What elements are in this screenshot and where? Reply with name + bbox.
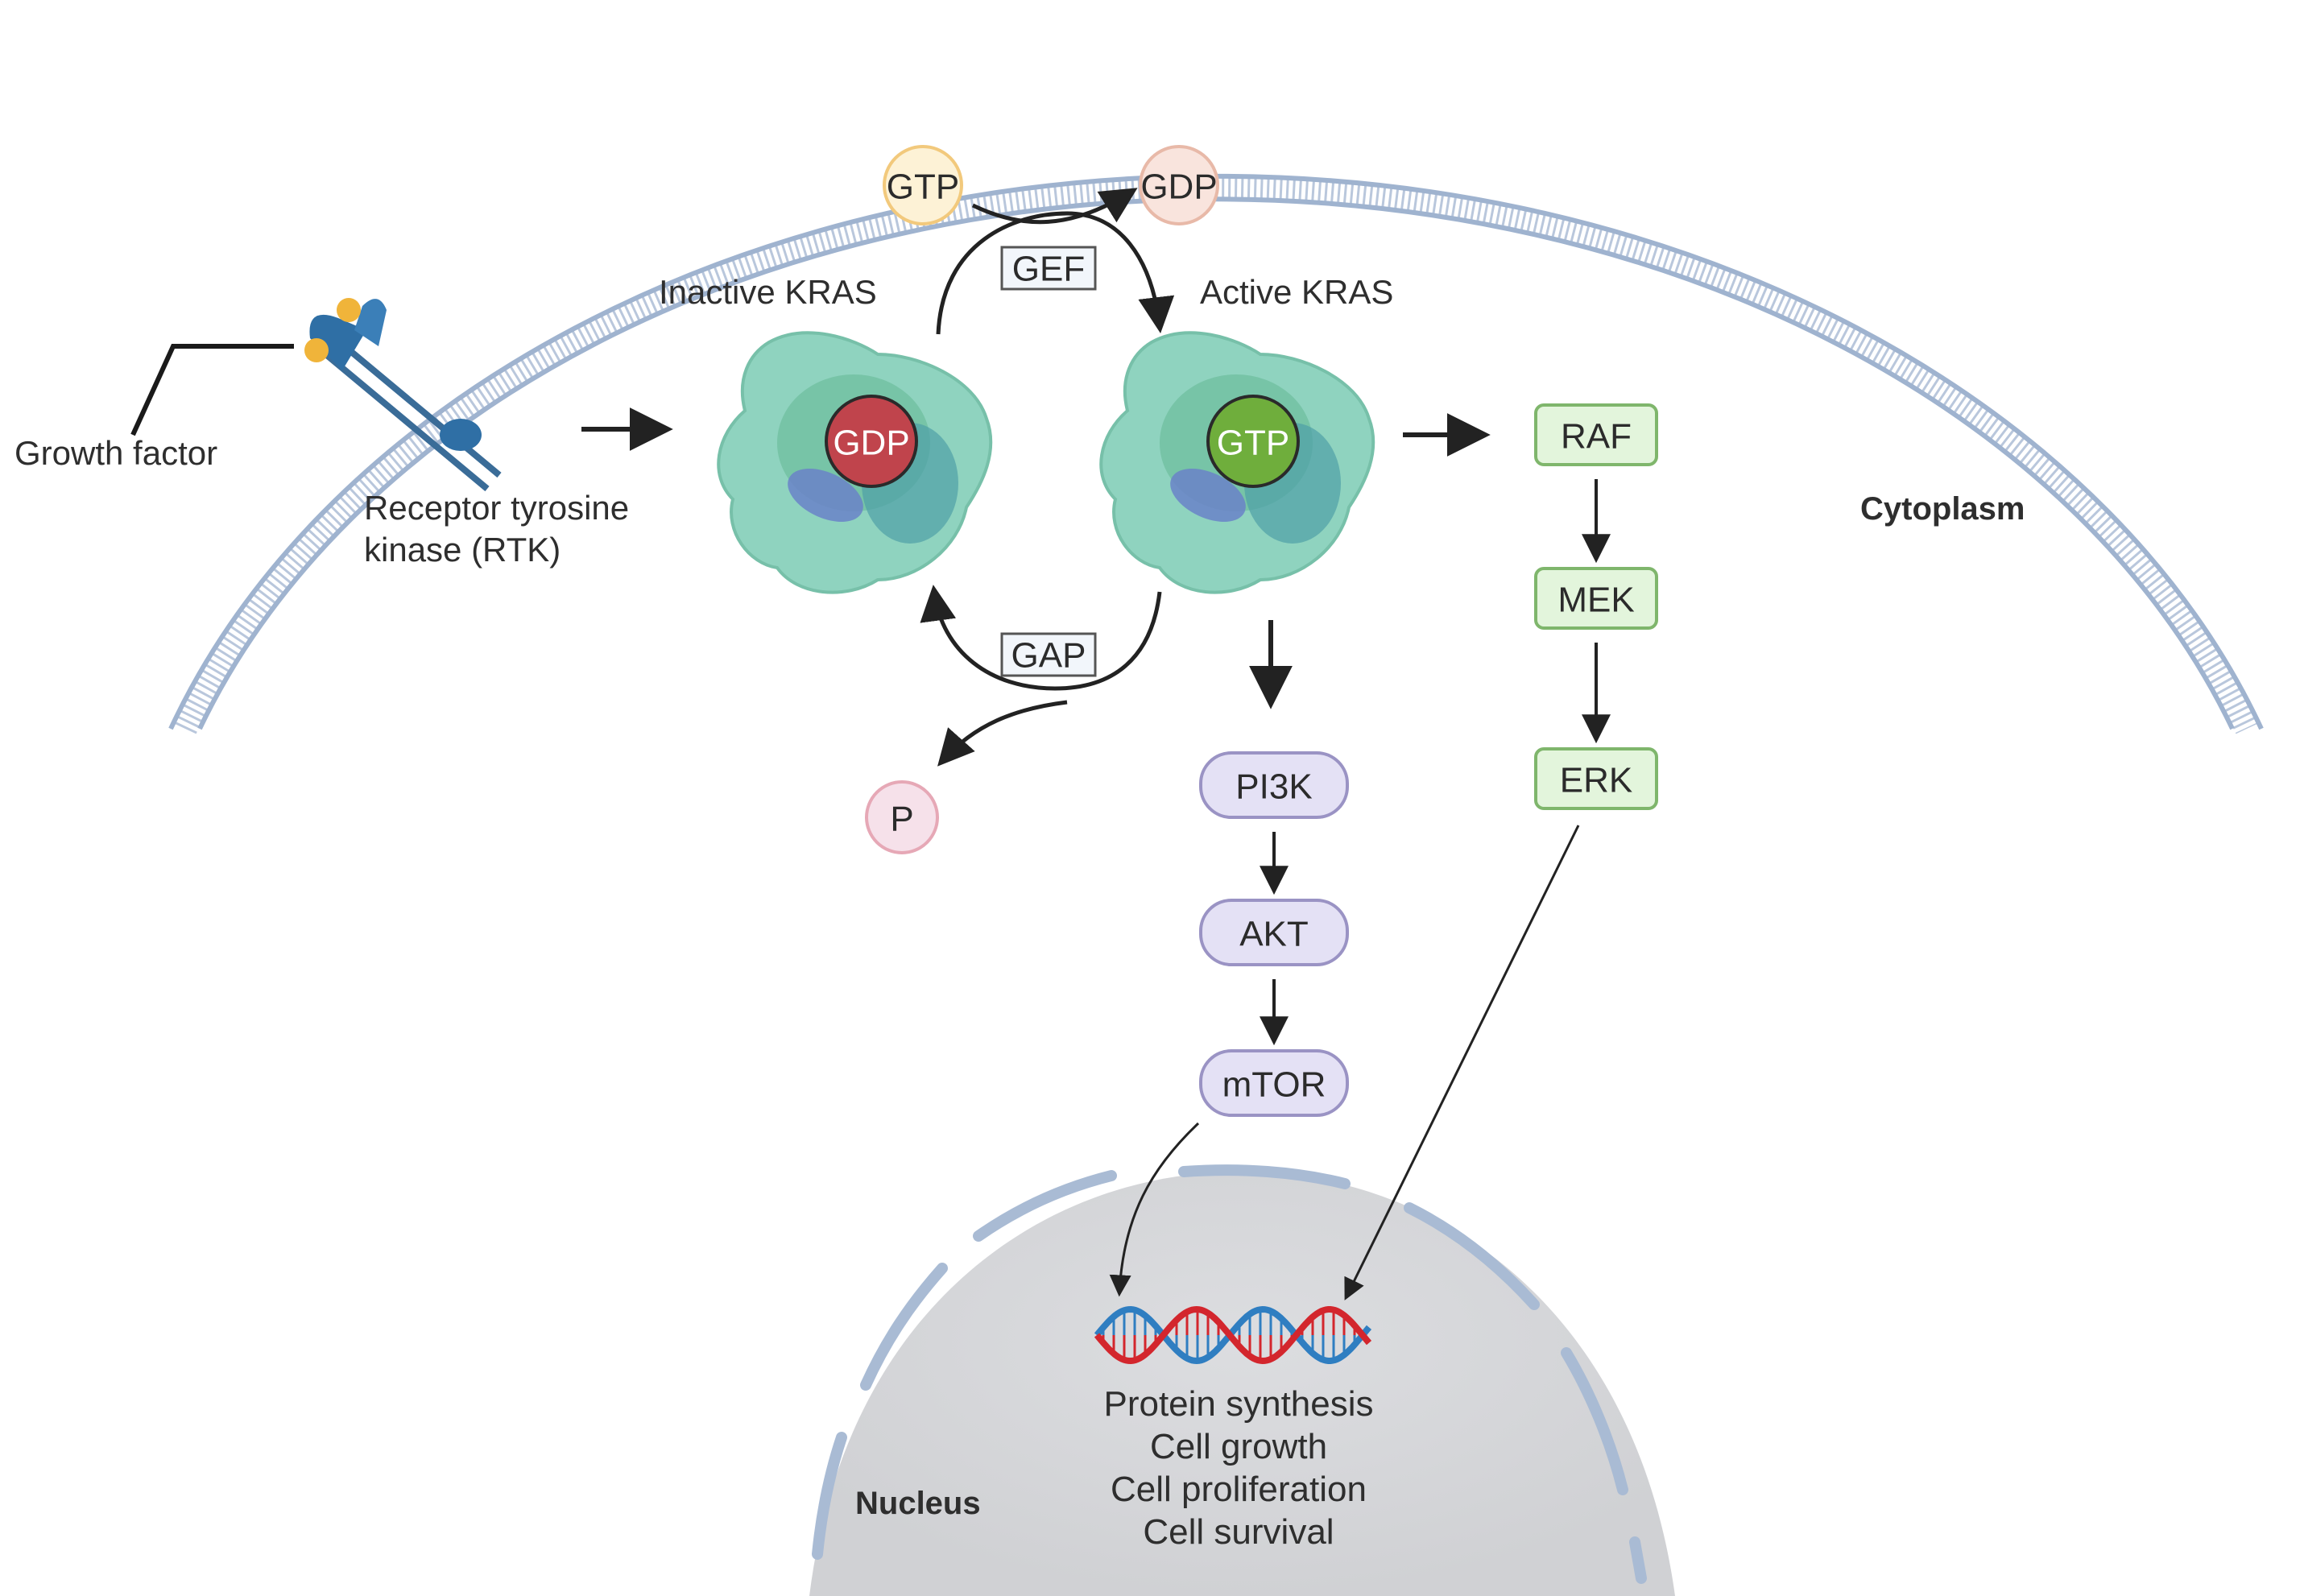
pi3k-mtor-label: mTOR <box>1222 1065 1326 1105</box>
mapk-erk-label: ERK <box>1560 761 1632 800</box>
gtp-bound-label: GTP <box>1217 424 1289 463</box>
dna-strand-red <box>1094 1305 1372 1365</box>
gtp-input: GTP <box>883 145 963 225</box>
mapk-erk-node: ERK <box>1534 747 1658 810</box>
phosphate-release-arrow <box>937 700 1068 767</box>
gef-cycle-arrow <box>936 211 1175 335</box>
mtor-to-dna-arrow <box>1109 1122 1200 1297</box>
pi3k-akt-label: AKT <box>1239 915 1309 954</box>
rtk-label-line1: Receptor tyrosine <box>364 489 629 527</box>
outcome-item: Protein synthesis <box>1103 1384 1373 1424</box>
outcome-item: Cell survival <box>1143 1512 1334 1552</box>
gef-label: GEF <box>1012 250 1085 289</box>
pi3k-pi3k-node: PI3K <box>1199 751 1349 819</box>
nucleus-label: Nucleus <box>855 1486 981 1521</box>
active-kras-protein: GTP <box>1099 331 1375 594</box>
gdp-output-label: GDP <box>1140 167 1217 207</box>
active-kras-label: Active KRAS <box>1200 273 1393 311</box>
gtp-to-gdp-arrow <box>971 188 1138 225</box>
growth-factor-label: Growth factor <box>14 434 217 472</box>
nucleus <box>809 1164 1675 1596</box>
gdp-bound-circle <box>825 395 918 488</box>
pi3k-pi3k-label: PI3K <box>1235 767 1312 807</box>
gap-cycle-arrow <box>920 585 1162 691</box>
gap-label: GAP <box>1011 636 1086 676</box>
gdp-bound-label: GDP <box>833 424 909 463</box>
mapk-pathway: RAF MEK ERK <box>1534 403 1658 810</box>
mapk-mek-node: MEK <box>1534 567 1658 630</box>
rtk-receptor <box>304 298 502 492</box>
gdp-output: GDP <box>1139 145 1219 225</box>
inactive-kras-protein: GDP <box>717 331 993 594</box>
rtk-label-line2: kinase (RTK) <box>364 531 561 569</box>
pi3k-akt-node: AKT <box>1199 899 1349 966</box>
phosphate: P <box>865 780 939 854</box>
growth-factor-ligand-dot <box>337 298 361 322</box>
gtp-input-label: GTP <box>887 167 959 207</box>
dna-strand-blue <box>1094 1305 1372 1365</box>
mapk-raf-node: RAF <box>1534 403 1658 466</box>
mapk-raf-label: RAF <box>1561 417 1632 457</box>
dna-helix <box>1094 1305 1372 1365</box>
erk-to-dna-arrow <box>1344 825 1580 1300</box>
pi3k-pathway: PI3K AKT mTOR <box>1199 751 1349 1117</box>
phosphate-label: P <box>890 800 913 839</box>
gef-box: GEF <box>1000 246 1097 291</box>
inactive-kras-label: Inactive KRAS <box>659 273 877 311</box>
cytoplasm-label: Cytoplasm <box>1860 491 2025 527</box>
outcome-item: Cell growth <box>1150 1427 1327 1466</box>
mapk-mek-label: MEK <box>1557 581 1634 620</box>
gtp-bound-circle <box>1206 395 1300 488</box>
gap-box: GAP <box>1000 632 1097 677</box>
pi3k-mtor-node: mTOR <box>1199 1049 1349 1117</box>
growth-factor-ligand-dot <box>304 338 329 362</box>
nuclear-envelope <box>812 1164 1647 1584</box>
growth-factor-ligand <box>130 344 294 436</box>
outcome-item: Cell proliferation <box>1111 1470 1367 1509</box>
